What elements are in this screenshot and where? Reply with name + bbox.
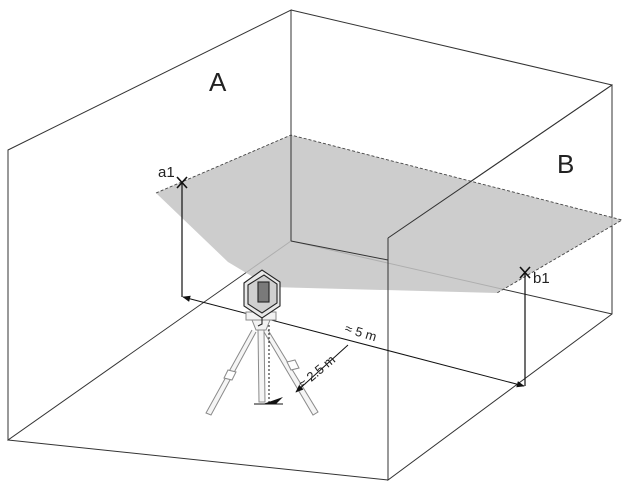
- marker-a1: [176, 176, 188, 297]
- floor-front-edge: [7, 439, 389, 481]
- laser-level-device-icon: [243, 269, 281, 327]
- label-wall-b: B: [557, 149, 574, 179]
- label-b1: b1: [533, 270, 550, 287]
- label-distance-total: ≈ 5 m: [343, 321, 378, 345]
- label-distance-half: ≈ 2.5 m: [295, 352, 338, 391]
- distance-arrow-half: [295, 344, 349, 393]
- ceiling-back-edge: [290, 9, 613, 86]
- label-a1: a1: [158, 164, 175, 181]
- height-arrow: [254, 325, 283, 405]
- tripod: [205, 311, 319, 416]
- distance-arrow-total: [182, 295, 525, 388]
- label-wall-a: A: [209, 67, 227, 97]
- laser-plane: [155, 134, 624, 294]
- marker-b1: [519, 266, 531, 386]
